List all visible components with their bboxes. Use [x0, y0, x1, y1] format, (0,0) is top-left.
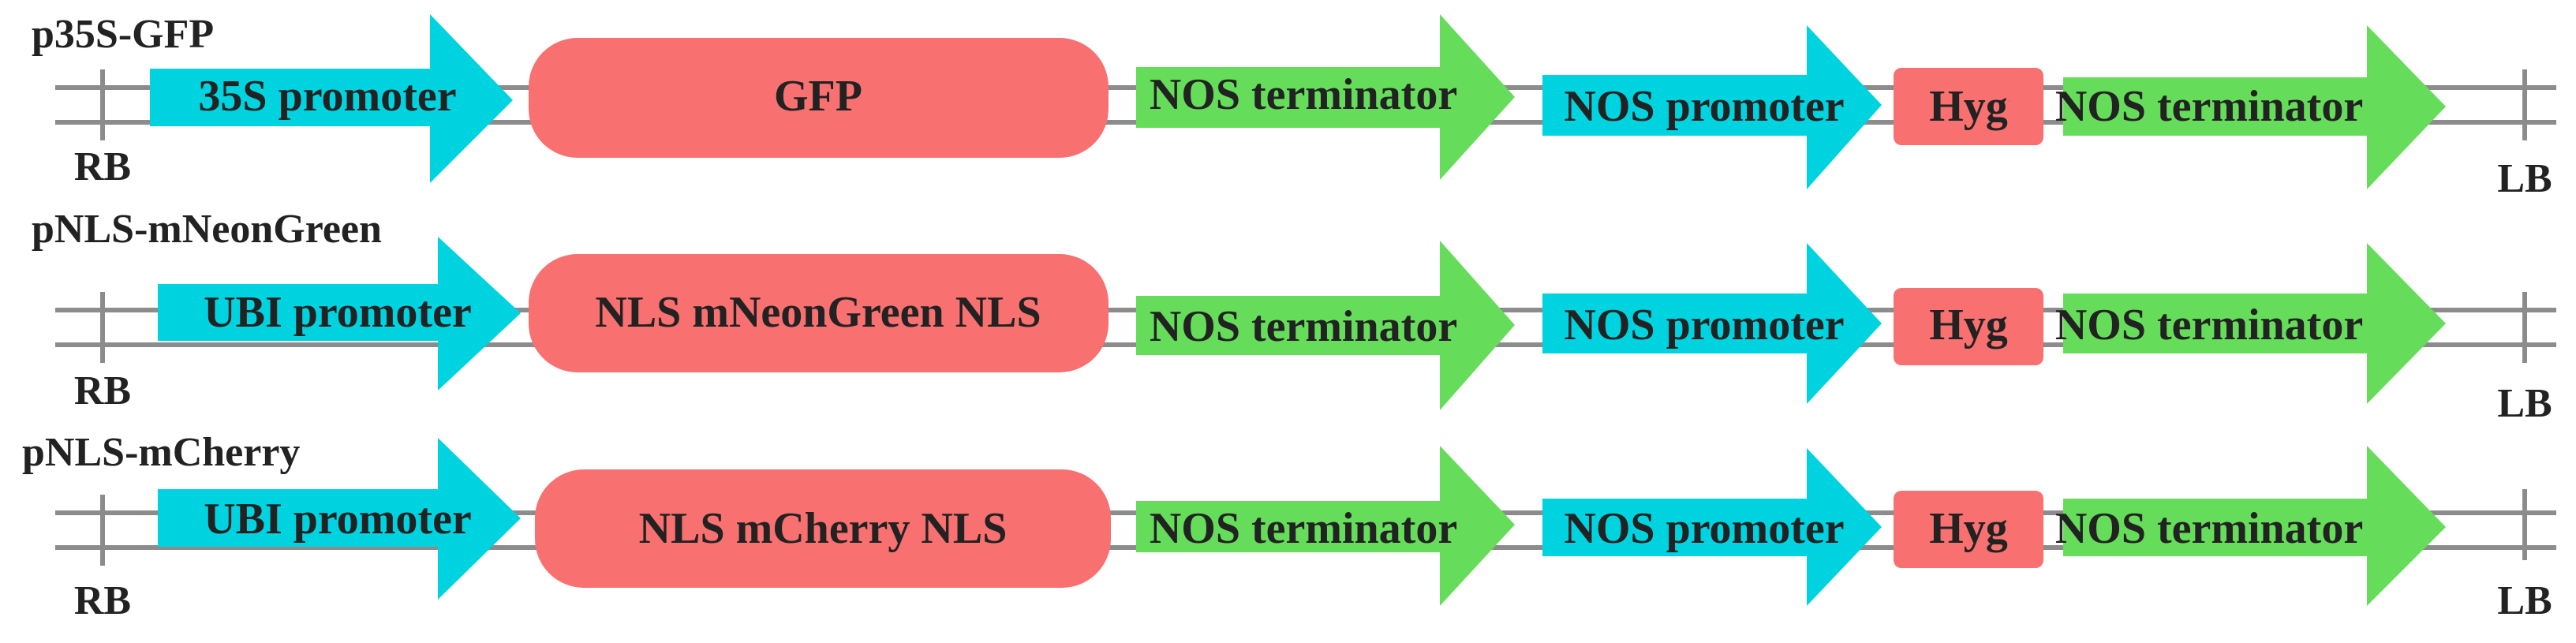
rounded-box-icon — [529, 254, 1109, 372]
lb-label: LB — [2497, 578, 2552, 623]
rb-label: RB — [74, 144, 131, 189]
rounded-box-icon — [1894, 288, 2043, 365]
part-terminator: NOS terminator — [2055, 446, 2446, 606]
part-terminator: NOS terminator — [1136, 241, 1515, 410]
arrow-right-icon — [2063, 25, 2446, 189]
construct-row: p35S-GFP RB LB 35S promoter GFP NOS term… — [32, 12, 2556, 201]
part-label: NOS terminator — [1150, 504, 1457, 553]
lb-label: LB — [2497, 156, 2552, 201]
part-label: NOS promoter — [1564, 82, 1844, 131]
part-terminator: NOS terminator — [1136, 14, 1515, 180]
part-label: NOS terminator — [2055, 504, 2363, 553]
part-terminator: NOS terminator — [1136, 446, 1515, 606]
part-label: Hyg — [1929, 82, 2008, 131]
right-border-marker: RB — [74, 69, 131, 189]
part-promoter: NOS promoter — [1542, 25, 1882, 189]
rounded-box-icon — [1894, 68, 2043, 145]
arrow-right-icon — [1136, 14, 1515, 180]
part-label: Hyg — [1929, 504, 2008, 553]
arrow-right-icon — [1136, 446, 1515, 606]
part-coding: Hyg — [1894, 288, 2043, 365]
construct-name: pNLS-mNeonGreen — [32, 207, 382, 252]
part-label: NOS terminator — [2055, 301, 2363, 350]
part-terminator: NOS terminator — [2055, 243, 2446, 404]
construct-name: p35S-GFP — [32, 12, 214, 57]
part-coding: NLS mCherry NLS — [535, 469, 1111, 588]
part-coding: NLS mNeonGreen NLS — [529, 254, 1109, 372]
arrow-right-icon — [158, 438, 521, 600]
part-coding: Hyg — [1894, 491, 2043, 568]
rounded-box-icon — [535, 469, 1111, 588]
part-terminator: NOS terminator — [2055, 25, 2446, 189]
arrow-right-icon — [1542, 448, 1882, 606]
right-border-marker: RB — [74, 495, 131, 623]
part-promoter: NOS promoter — [1542, 448, 1882, 606]
part-label: GFP — [774, 72, 862, 121]
construct-name: pNLS-mCherry — [22, 430, 300, 475]
left-border-marker: LB — [2497, 489, 2552, 623]
right-border-marker: RB — [74, 292, 131, 413]
part-coding: Hyg — [1894, 68, 2043, 145]
part-promoter: 35S promoter — [150, 14, 513, 183]
rb-label: RB — [74, 578, 131, 623]
part-promoter: NOS promoter — [1542, 243, 1882, 404]
lb-label: LB — [2497, 381, 2552, 426]
arrow-right-icon — [2063, 446, 2446, 606]
part-promoter: UBI promoter — [158, 438, 521, 600]
arrow-right-icon — [1136, 241, 1515, 410]
rounded-box-icon — [529, 38, 1109, 158]
arrow-right-icon — [1542, 243, 1882, 404]
part-coding: GFP — [529, 38, 1109, 158]
arrow-right-icon — [1542, 25, 1882, 189]
part-label: 35S promoter — [198, 72, 456, 121]
part-label: UBI promoter — [204, 288, 472, 337]
arrow-right-icon — [150, 14, 513, 183]
part-label: UBI promoter — [204, 495, 472, 544]
construct-row: pNLS-mNeonGreen RB LB UBI promoter NLS m… — [32, 207, 2556, 426]
part-label: NOS promoter — [1564, 504, 1844, 553]
part-label: NLS mNeonGreen NLS — [595, 288, 1041, 337]
left-border-marker: LB — [2497, 69, 2552, 201]
construct-row: pNLS-mCherry RB LB UBI promoter NLS mChe… — [22, 430, 2556, 623]
part-promoter: UBI promoter — [158, 237, 521, 391]
left-border-marker: LB — [2497, 292, 2552, 426]
part-label: Hyg — [1929, 301, 2008, 350]
rounded-box-icon — [1894, 491, 2043, 568]
arrow-right-icon — [2063, 243, 2446, 404]
part-label: NLS mCherry NLS — [639, 504, 1008, 553]
part-label: NOS terminator — [1150, 302, 1457, 351]
part-label: NOS promoter — [1564, 301, 1844, 350]
arrow-right-icon — [158, 237, 521, 391]
part-label: NOS terminator — [2055, 82, 2363, 131]
part-label: NOS terminator — [1150, 70, 1457, 119]
rb-label: RB — [74, 368, 131, 413]
